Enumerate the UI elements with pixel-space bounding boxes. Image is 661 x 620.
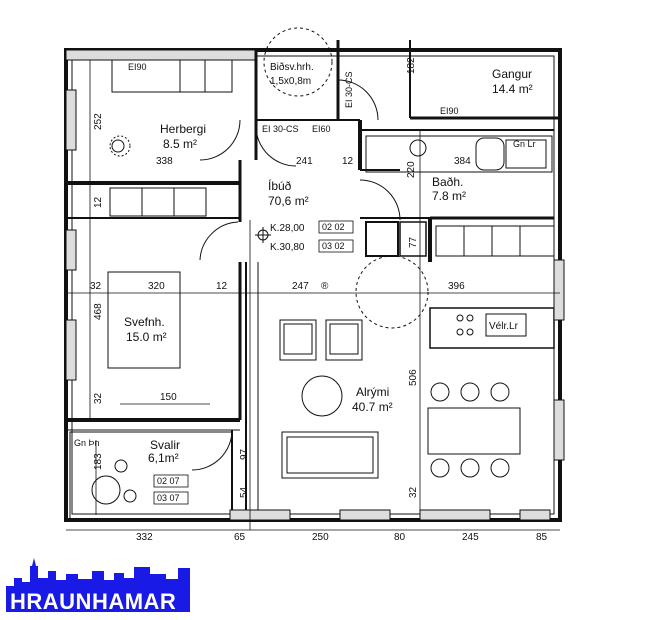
dim-252: 252 [93, 113, 104, 130]
room-herbergi-area: 8.5 m² [163, 137, 197, 151]
tag-ei60: EI60 [312, 124, 331, 134]
dimensions: 182 252 338 241 12 384 220 12 77 32 320 … [90, 57, 548, 543]
dim-bottom-245: 245 [462, 532, 479, 543]
tag-ei30cs: EI 30-CS [262, 124, 299, 134]
dim-320: 320 [148, 281, 165, 292]
bed-herbergi [111, 59, 233, 93]
dim-150: 150 [160, 392, 177, 403]
dim-396: 396 [448, 281, 465, 292]
room-gangur-area: 14.4 m² [492, 82, 533, 96]
dim-bottom-250: 250 [312, 532, 329, 543]
dim-bottom-65: 65 [234, 532, 246, 543]
dim-32c: 32 [408, 486, 419, 498]
dim-12a: 12 [342, 156, 354, 167]
dim-182: 182 [406, 57, 417, 74]
tag-ei90-right: EI90 [440, 106, 459, 116]
code-box-0307: 03 07 [157, 493, 180, 503]
tag-r-symbol: ® [321, 281, 329, 292]
level-k30: K.30,80 [270, 242, 305, 253]
dim-32b: 32 [93, 392, 104, 404]
tag-ei90-top: EI90 [128, 62, 147, 72]
dim-bottom-85: 85 [536, 532, 548, 543]
dim-220: 220 [406, 161, 417, 178]
dim-97: 97 [239, 448, 250, 460]
dim-183: 183 [93, 453, 104, 470]
bed-svefnh [107, 271, 181, 369]
armchair-left [279, 319, 317, 361]
coffee-table [301, 375, 343, 417]
dim-247: 247 [292, 281, 309, 292]
code-box-0302: 03 02 [322, 241, 345, 251]
room-bidsv-name: Biðsv.hrh. [270, 61, 314, 73]
dim-506: 506 [408, 369, 419, 386]
code-box-0202: 02 02 [322, 222, 345, 232]
logo-skyline [6, 558, 190, 612]
room-svefnh-area: 15.0 m² [126, 330, 167, 344]
level-markers: K.28,00 K.30,80 02 02 03 02 02 07 03 07 [153, 220, 354, 505]
tag-velr-lr: Vélr.Lr [489, 321, 519, 332]
dim-54: 54 [239, 486, 250, 498]
dim-32a: 32 [90, 281, 102, 292]
dim-12c: 12 [216, 281, 228, 292]
tag-gn-lr-bath: Gn Lr [513, 139, 536, 149]
dim-468: 468 [93, 303, 104, 320]
code-box-0207: 02 07 [157, 476, 180, 486]
tag-gn-dn: Gn Þn [74, 438, 100, 448]
walls [64, 40, 565, 522]
room-ibud-name: Íbúð [268, 178, 292, 193]
furniture [91, 27, 527, 505]
hraunhamar-logo: HRAUNHAMAR [6, 558, 190, 614]
room-ibud-area: 70,6 m² [268, 194, 309, 208]
tag-ei30cs-vertical: EI 30-CS [344, 71, 354, 108]
dim-241: 241 [296, 156, 313, 167]
level-k28: K.28,00 [270, 223, 305, 234]
room-bath-name: Baðh. [432, 175, 463, 189]
room-alrymi-area: 40.7 m² [352, 400, 393, 414]
room-alrymi-name: Alrými [356, 385, 389, 399]
room-bidsv-area: 1,5x0,8m [270, 76, 311, 87]
dim-77: 77 [408, 236, 419, 248]
sofa [281, 431, 379, 479]
dim-bottom-80: 80 [394, 532, 406, 543]
room-herbergi-name: Herbergi [160, 122, 206, 136]
dim-338: 338 [156, 156, 173, 167]
logo-text: HRAUNHAMAR [10, 589, 176, 614]
room-svalir-name: Svalir [150, 438, 180, 452]
room-svalir-area: 6,1m² [148, 451, 179, 465]
armchair-right [325, 319, 363, 361]
room-bath-area: 7.8 m² [432, 189, 466, 203]
room-gangur-name: Gangur [492, 67, 532, 81]
dimension-lines [66, 60, 560, 531]
dining-table [427, 407, 521, 455]
dim-12b: 12 [93, 196, 104, 208]
dim-bottom-332: 332 [136, 532, 153, 543]
room-svefnh-name: Svefnh. [124, 315, 165, 329]
dim-384: 384 [454, 156, 471, 167]
